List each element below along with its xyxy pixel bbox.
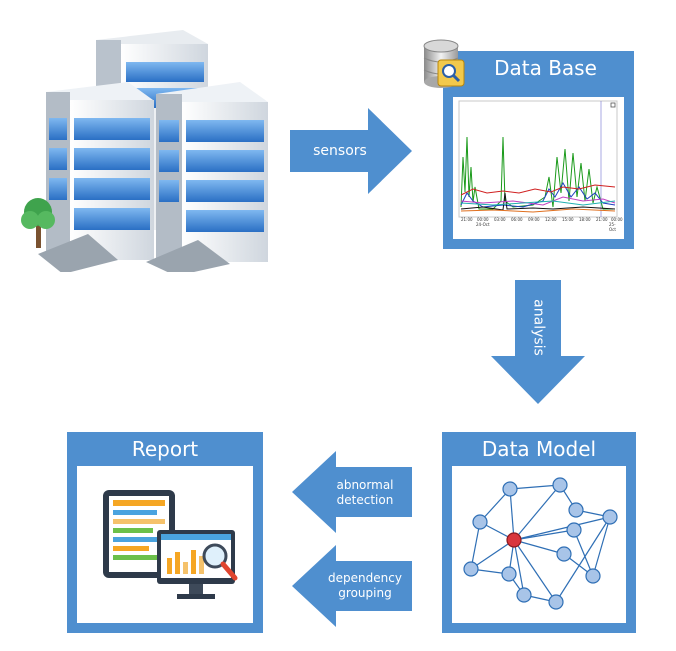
database-search-icon bbox=[423, 39, 465, 88]
data-model-box: Data Model bbox=[442, 432, 636, 633]
data-model-graph-area bbox=[452, 466, 626, 623]
report-title: Report bbox=[131, 437, 199, 461]
x-tick-label: 21:00 bbox=[596, 217, 608, 222]
x-tick-label: 09:00 bbox=[528, 217, 540, 222]
sensors-arrow bbox=[290, 108, 412, 194]
x-tick-label: 12:00 bbox=[545, 217, 557, 222]
dependency-line1: dependency bbox=[328, 571, 402, 585]
network-graph-icon bbox=[463, 477, 618, 610]
office-buildings-icon bbox=[21, 30, 268, 272]
database-box: Data Base 21:00 00:00 03:00 06:00 09:00 … bbox=[443, 51, 634, 249]
report-box: Report bbox=[67, 432, 263, 633]
x-tick-label: 00:00 bbox=[611, 217, 623, 222]
database-chart-area: 21:00 00:00 03:00 06:00 09:00 12:00 15:0… bbox=[453, 97, 624, 239]
analysis-arrow bbox=[491, 280, 585, 404]
abnormal-detection-arrow bbox=[292, 451, 412, 533]
x-tick-label: 15:00 bbox=[562, 217, 574, 222]
x-date-label: 25-Oct bbox=[609, 222, 616, 232]
sensors-label: sensors bbox=[313, 143, 367, 159]
abnormal-line1: abnormal bbox=[336, 478, 394, 492]
x-tick-label: 00:00 bbox=[477, 217, 489, 222]
chart-x-ticks: 21:00 00:00 03:00 06:00 09:00 12:00 15:0… bbox=[461, 217, 623, 237]
analysis-label: analysis bbox=[530, 299, 547, 356]
x-date-label: 24-Oct bbox=[476, 222, 490, 227]
dependency-line2: grouping bbox=[338, 586, 392, 600]
x-tick-label: 03:00 bbox=[494, 217, 506, 222]
x-tick-label: 18:00 bbox=[579, 217, 591, 222]
sensor-timeseries-chart bbox=[458, 100, 618, 218]
report-graphic-area bbox=[77, 466, 253, 623]
x-tick-label: 06:00 bbox=[511, 217, 523, 222]
x-tick-label: 21:00 bbox=[461, 217, 473, 222]
database-title: Data Base bbox=[494, 56, 597, 80]
dependency-grouping-arrow bbox=[292, 545, 412, 627]
dependency-grouping-label: dependency grouping bbox=[322, 571, 408, 601]
report-monitor-icon bbox=[103, 490, 238, 599]
data-model-title: Data Model bbox=[481, 437, 597, 461]
abnormal-line2: detection bbox=[336, 493, 394, 507]
abnormal-detection-label: abnormal detection bbox=[322, 478, 408, 508]
